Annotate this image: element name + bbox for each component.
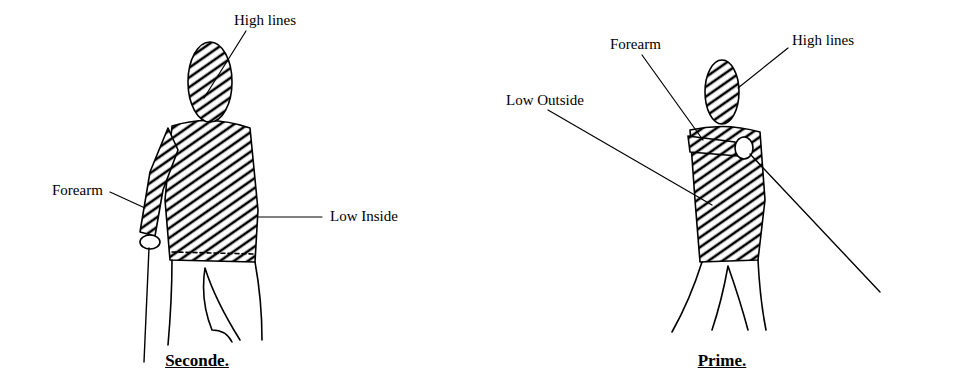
legs: [168, 260, 262, 345]
hand: [140, 235, 160, 249]
mask: [705, 60, 739, 124]
mask: [188, 42, 232, 122]
hand: [735, 137, 753, 159]
region-label: High lines: [234, 12, 296, 29]
forearm: [140, 128, 178, 236]
seconde-figure: [140, 42, 262, 362]
blade: [144, 248, 149, 362]
leader-lines: [110, 31, 788, 217]
blade: [750, 154, 880, 292]
legs: [672, 260, 766, 332]
torso: [165, 120, 258, 262]
part-label: Forearm: [52, 182, 103, 199]
waist: [172, 252, 255, 254]
region-label: Low Inside: [330, 208, 398, 225]
guard-caption: Seconde.: [165, 352, 229, 371]
part-label: Forearm: [610, 36, 661, 53]
prime-figure: [672, 60, 880, 332]
forearm: [688, 136, 738, 156]
region-label: Low Outside: [506, 92, 584, 109]
region-label: High lines: [792, 32, 854, 49]
guard-caption: Prime.: [698, 352, 747, 371]
